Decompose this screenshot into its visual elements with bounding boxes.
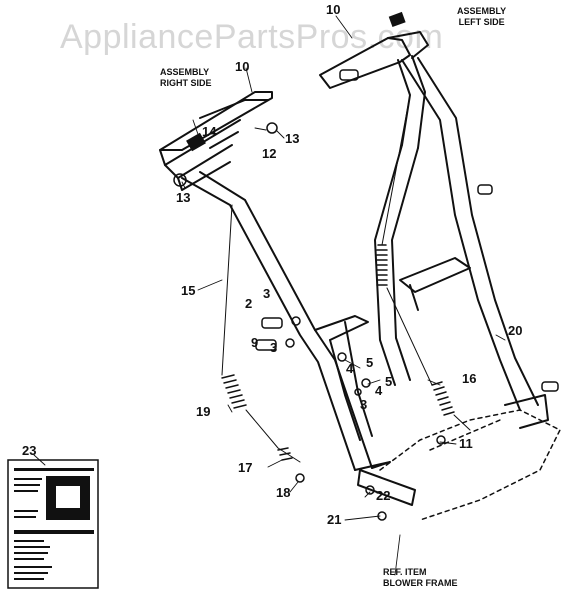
callout-20: 20 [508,323,523,338]
caption-assembly-right-side: ASSEMBLY RIGHT SIDE [160,67,212,88]
callout-14: 14 [202,124,217,139]
cables [221,94,471,463]
callout-4-lower: 4 [375,383,383,398]
callout-19: 19 [196,404,211,419]
right-upper-handle [159,91,273,191]
blower-frame [379,409,561,521]
spring-19 [221,374,293,461]
spring-16 [376,244,455,416]
callout-5-upper: 5 [366,355,374,370]
caption-ref-item-blower-frame: REF. ITEM BLOWER FRAME [383,567,458,588]
inner-lower-handle [314,315,373,441]
left-outer-handle [401,57,549,429]
callout-9: 9 [251,335,259,350]
callout-2: 2 [245,296,253,311]
callout-13-lower: 13 [176,190,191,205]
grips [186,11,406,152]
callout-13-upper: 13 [285,131,300,146]
callout-5-lower: 5 [385,374,393,389]
callout-21: 21 [327,512,342,527]
right-lower-handle [181,171,391,471]
callout-23: 23 [22,443,37,458]
caption-assembly-left-side: ASSEMBLY LEFT SIDE [457,6,507,27]
callout-22: 22 [376,488,391,503]
callout-10-right: 10 [235,59,250,74]
callout-3-upper: 3 [263,286,271,301]
fasteners [173,69,559,521]
cross-brace [399,257,471,311]
bottom-bracket [357,469,416,506]
left-upper-handle [319,31,429,386]
callout-15: 15 [181,283,196,298]
watermark-text: AppliancePartsPros.com [60,18,444,56]
leader-lines [33,15,506,576]
callout-18: 18 [276,485,291,500]
callout-3-lower: 3 [360,397,368,412]
callout-10-left: 10 [326,2,341,17]
callout-11: 11 [459,436,473,451]
callout-16: 16 [462,371,477,386]
callout-4-upper: 4 [346,361,354,376]
decal-23 [7,459,99,589]
callout-12: 12 [262,146,277,161]
callout-17: 17 [238,460,253,475]
callout-3-mid: 3 [270,340,278,355]
